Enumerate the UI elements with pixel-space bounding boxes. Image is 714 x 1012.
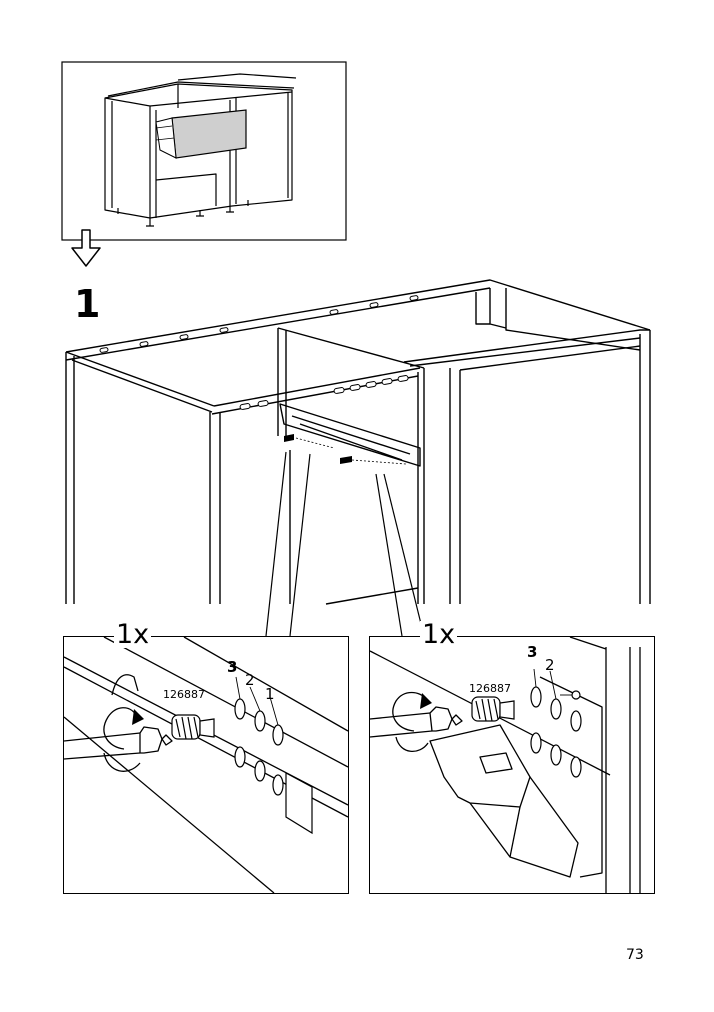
hole-position-1: 1 <box>265 685 275 703</box>
part-code: 126887 <box>469 682 511 695</box>
hole-position-2: 2 <box>545 656 555 674</box>
hole-position-3: 3 <box>527 643 538 661</box>
quantity-label: 1x <box>420 619 458 650</box>
callout-right <box>369 636 655 894</box>
cabinet-overview-illustration <box>61 61 347 241</box>
cabinet-drawer-rail-illustration <box>65 279 651 637</box>
hole-position-3: 3 <box>227 658 238 676</box>
step-number: 1 <box>74 282 101 326</box>
hole-position-2: 2 <box>245 671 255 689</box>
screwdriver-icon <box>369 636 641 893</box>
part-code: 126887 <box>163 688 205 701</box>
down-arrow-icon <box>71 229 101 267</box>
screwdriver-icon <box>63 636 349 894</box>
page-number: 73 <box>626 947 644 963</box>
quantity-label: 1x <box>114 619 152 650</box>
callout-left <box>63 636 349 894</box>
